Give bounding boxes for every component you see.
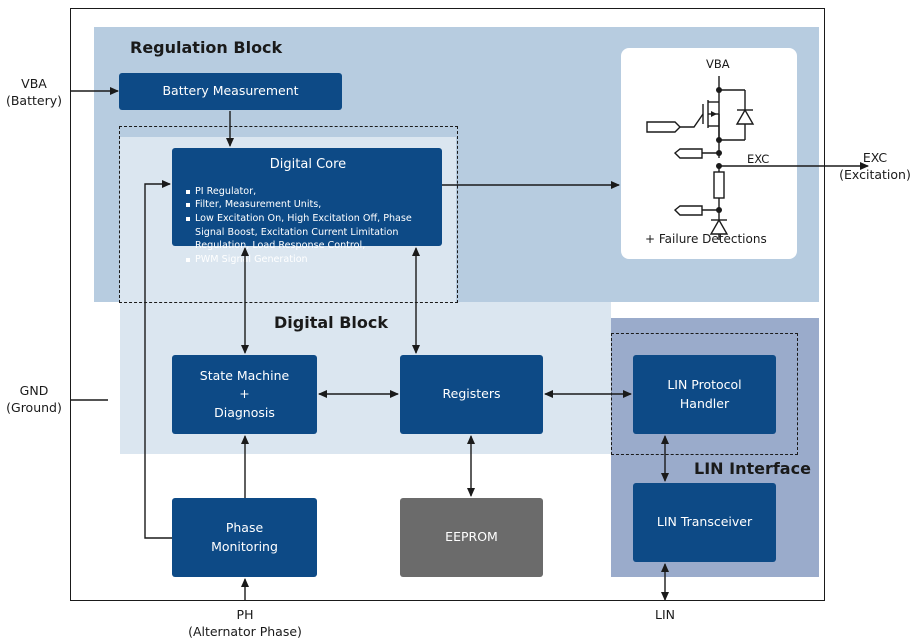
gnd-pin-label: GND (Ground) [4,383,64,417]
vba-pin-desc: (Battery) [5,92,63,108]
state-machine-block: State Machine + Diagnosis [172,355,317,434]
exc-pin-label: EXC (Excitation) [832,150,918,184]
diagnosis-label: Diagnosis [214,404,275,420]
phase-label: Phase [225,520,264,536]
lin-protocol-label: LIN Protocol [667,377,742,393]
gnd-pin-desc: (Ground) [6,399,62,415]
circuit-vba-label: VBA [706,57,730,71]
regulation-block-title: Regulation Block [130,38,283,57]
battery-measurement-block: Battery Measurement [119,73,342,110]
ph-pin-desc: (Alternator Phase) [188,623,302,639]
circuit-exc-label: EXC [747,152,770,166]
feature-pi-regulator: PI Regulator, [186,185,430,199]
digital-core-title: Digital Core [269,157,347,172]
exc-pin-name: EXC [862,150,888,165]
vba-pin-name: VBA [21,76,47,91]
failure-detections-label: + Failure Detections [645,232,767,246]
battery-measurement-label: Battery Measurement [162,83,299,99]
phase-to-core-feedback-arrow [144,180,172,539]
exc-pin-desc: (Excitation) [839,166,911,182]
digital-block-outline [119,126,458,303]
digital-core-block: Digital Core PI Regulator, Filter, Measu… [172,148,442,265]
feature-pwm: PWM Signal Generation [186,253,430,267]
ph-pin-name: PH [236,607,254,622]
phase-monitoring-block: Phase Monitoring [172,498,317,577]
state-machine-label: State Machine [199,368,290,384]
lin-protocol-handler-block: LIN Protocol Handler [633,355,776,434]
lin-transceiver-label: LIN Transceiver [656,514,753,530]
feature-excitation-control: Low Excitation On, High Excitation Off, … [186,212,430,253]
registers-block: Registers [400,355,543,434]
ph-pin-label: PH (Alternator Phase) [185,607,305,641]
handler-label: Handler [679,395,730,411]
monitoring-label: Monitoring [211,538,278,554]
registers-label: Registers [442,386,501,402]
state-machine-plus: + [239,386,250,402]
driver-schematic [646,76,755,240]
gnd-pin-name: GND [19,383,49,398]
vba-pin-label: VBA (Battery) [4,76,64,110]
eeprom-label: EEPROM [445,529,498,545]
digital-block-title: Digital Block [274,313,388,332]
digital-core-features: PI Regulator, Filter, Measurement Units,… [186,185,430,267]
feature-filter: Filter, Measurement Units, [186,198,430,212]
lin-transceiver-block: LIN Transceiver [633,483,776,562]
eeprom-block: EEPROM [400,498,543,577]
lin-interface-title: LIN Interface [694,459,811,478]
lin-pin-label: LIN [654,607,675,622]
